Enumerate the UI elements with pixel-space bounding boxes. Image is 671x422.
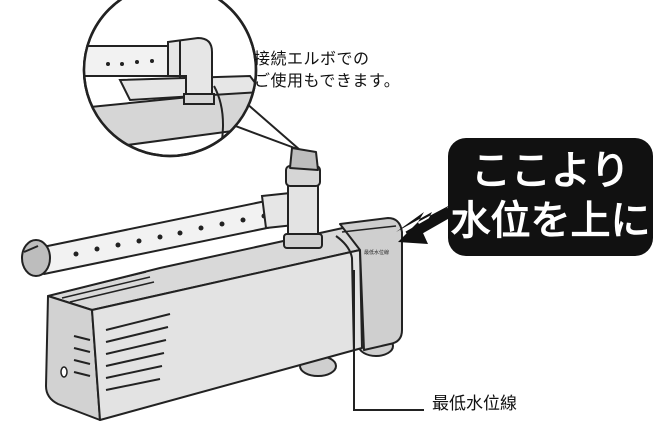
note-line-2: ご使用もできます。 xyxy=(254,71,401,90)
water-line-leader xyxy=(353,270,424,411)
callout-line-1: ここより xyxy=(470,148,631,194)
svg-text:最低水位線: 最低水位線 xyxy=(364,249,389,256)
callout-line-2: 水位を上に xyxy=(450,198,651,244)
magnified-elbow-inset xyxy=(82,0,301,158)
pump-body: 最低水位線 xyxy=(45,217,403,421)
arrow-head-icon xyxy=(398,222,428,244)
elbow-usage-note: 接続エルボでの ご使用もできます。 xyxy=(254,48,400,92)
min-water-line-label: 最低水位線 xyxy=(432,394,517,414)
arrow-icon xyxy=(396,204,452,232)
outlet-pipe xyxy=(21,147,323,277)
note-line-1: 接続エルボでの xyxy=(254,49,370,68)
water-level-callout: ここより 水位を上に xyxy=(448,138,653,256)
